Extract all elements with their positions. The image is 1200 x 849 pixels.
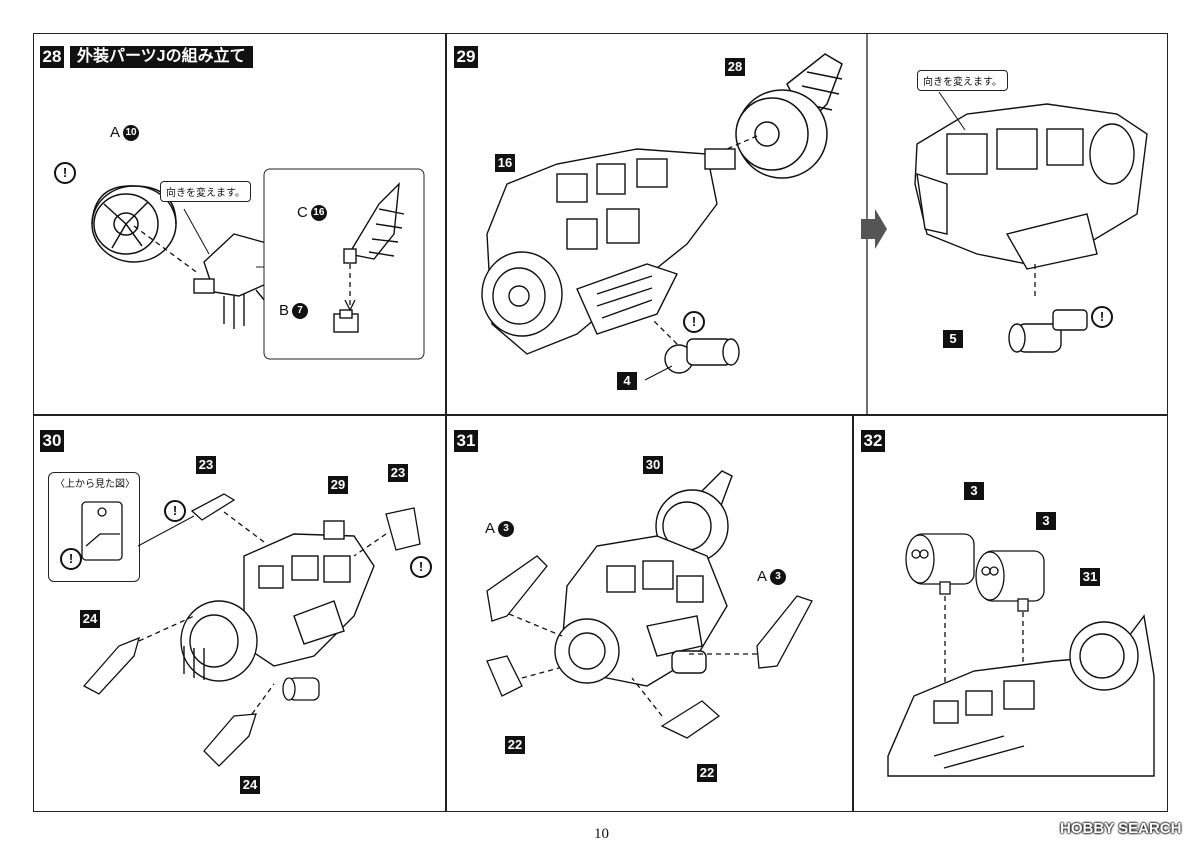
part-3-left-tag: 3: [964, 482, 984, 500]
step-31-panel: 31: [446, 415, 853, 812]
part-29-tag: 29: [328, 476, 348, 494]
step-number: 31: [454, 430, 478, 452]
step-title: 外装パーツJの組み立て: [70, 46, 253, 68]
part-3-right-tag: 3: [1036, 512, 1056, 530]
step-30-illustration: [81, 493, 421, 767]
step-29-panel: 29: [446, 33, 1168, 416]
part-16-tag: 16: [495, 154, 515, 172]
part-24-upper-tag: 24: [80, 610, 100, 628]
part-a-letter: A: [757, 568, 768, 585]
step-30-panel: 30 〈上から見た図〉: [33, 415, 446, 812]
part-31-tag: 31: [1080, 568, 1100, 586]
warning-icon: !: [1091, 306, 1113, 328]
step-28-panel: 28 外装パーツJの組み立て: [33, 33, 446, 415]
step-29-illustration: [481, 34, 1148, 416]
part-c-letter: C: [297, 204, 308, 221]
part-a-number: 10: [123, 124, 140, 141]
orientation-note: 向きを変えます。: [917, 70, 1008, 91]
step-number: 32: [861, 430, 885, 452]
page-number: 10: [594, 826, 609, 842]
step-32-panel: 32 3 3 31: [853, 415, 1168, 812]
part-a3-left-label: A 3: [485, 520, 515, 537]
part-b-letter: B: [279, 302, 290, 319]
part-24-lower-tag: 24: [240, 776, 260, 794]
part-a-number: 3: [498, 520, 515, 537]
warning-icon: !: [60, 548, 82, 570]
warning-icon: !: [410, 556, 432, 578]
part-a-number: 3: [770, 568, 787, 585]
top-view-label: 〈上から見た図〉: [55, 479, 135, 490]
warning-icon: !: [164, 500, 186, 522]
watermark: HOBBY SEARCH: [1060, 820, 1182, 837]
part-22-right-tag: 22: [697, 764, 717, 782]
part-23-right-tag: 23: [388, 464, 408, 482]
part-c-label: C 16: [297, 204, 327, 221]
step-31-illustration: [486, 470, 813, 739]
step-number: 28: [40, 46, 64, 68]
step-number: 30: [40, 430, 64, 452]
step-28-illustration: [91, 168, 425, 360]
part-23-left-tag: 23: [196, 456, 216, 474]
part-4-tag: 4: [617, 372, 637, 390]
part-a-label: A 10: [110, 124, 140, 141]
part-b-label: B 7: [279, 302, 309, 319]
step-32-illustration: [887, 533, 1155, 777]
part-30-tag: 30: [643, 456, 663, 474]
part-a-letter: A: [110, 124, 121, 141]
part-28-tag: 28: [725, 58, 745, 76]
part-a-letter: A: [485, 520, 496, 537]
part-5-tag: 5: [943, 330, 963, 348]
warning-icon: !: [683, 311, 705, 333]
part-b-number: 7: [292, 302, 309, 319]
part-c-number: 16: [310, 204, 327, 221]
step-number: 29: [454, 46, 478, 68]
warning-icon: !: [54, 162, 76, 184]
part-a3-right-label: A 3: [757, 568, 787, 585]
part-22-left-tag: 22: [505, 736, 525, 754]
orientation-note: 向きを変えます。: [160, 181, 251, 202]
